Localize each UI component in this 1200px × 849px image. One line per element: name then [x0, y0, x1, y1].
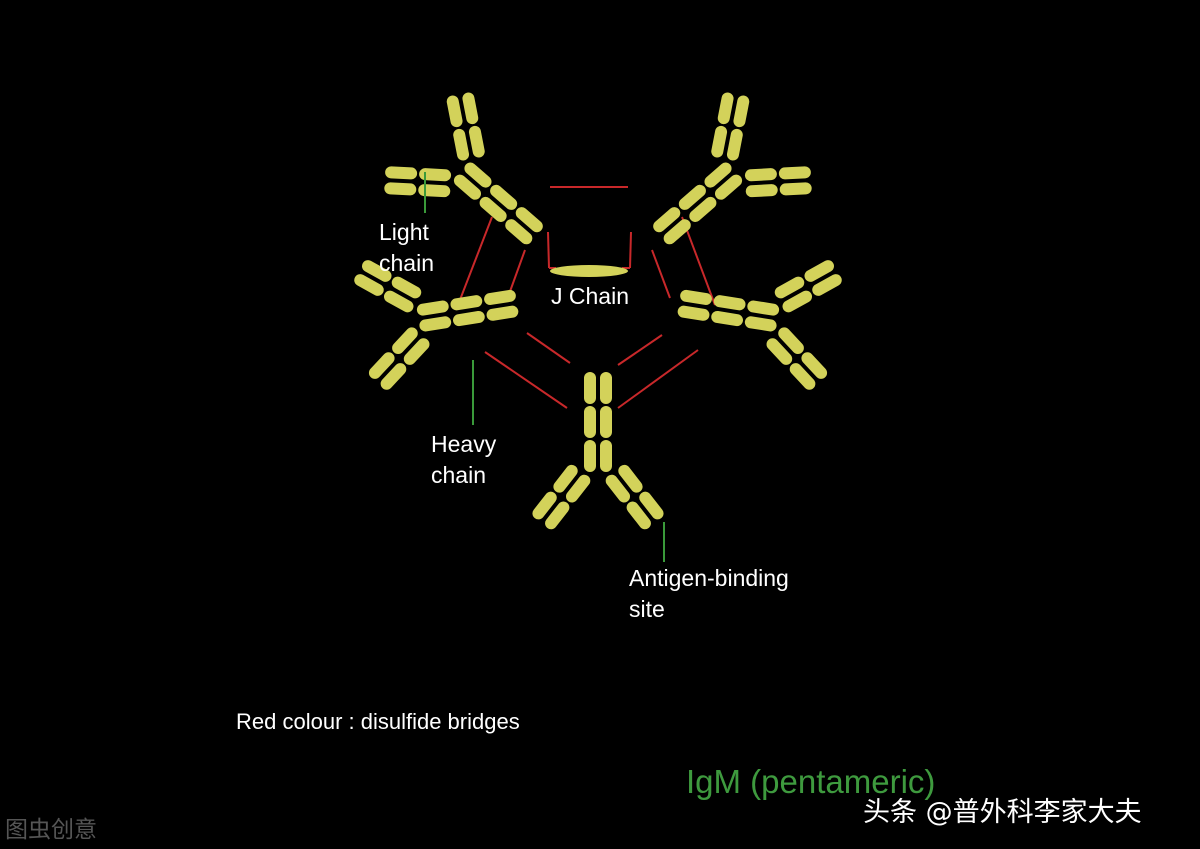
heavy-chain-variable-domain: [778, 327, 804, 354]
heavy-chain-variable-domain: [385, 166, 418, 180]
igm-monomer: [532, 372, 664, 530]
j-chain-label: J Chain: [551, 283, 629, 309]
light-chain-domain: [391, 276, 422, 299]
light-chain-domain: [789, 363, 816, 390]
toutiao-watermark: 头条 @普外科李家大夫: [863, 797, 1142, 828]
light-chain-domain: [766, 338, 793, 365]
heavy-chain-variable-domain: [605, 474, 631, 503]
heavy-chain-constant-domain: [747, 300, 780, 316]
light-chain-domain: [380, 363, 407, 390]
light-chain-domain: [774, 276, 805, 299]
light-chain-domain: [384, 182, 417, 196]
heavy-chain-variable-domain: [726, 128, 743, 161]
light-chain-domain: [639, 491, 664, 520]
heavy-chain-constant-domain: [653, 207, 681, 233]
heavy-chain-constant-domain: [680, 289, 712, 305]
heavy-chain-label-line2: chain: [431, 462, 486, 488]
heavy-chain-variable-domain: [392, 327, 418, 354]
igm-monomer: [384, 92, 543, 245]
tuchong-watermark: 图虫创意: [5, 817, 97, 843]
j-chain-shape: [550, 265, 628, 277]
heavy-chain-variable-domain: [383, 290, 414, 313]
heavy-chain-variable-domain: [368, 352, 395, 379]
label-pointers: [424, 172, 665, 562]
heavy-chain-label: Heavy chain: [431, 429, 496, 491]
igm-monomer: [354, 260, 519, 390]
antigen-site-label-line2: site: [629, 596, 665, 622]
heavy-chain-constant-domain: [453, 174, 482, 200]
heavy-chain-variable-domain: [626, 501, 651, 530]
heavy-chain-constant-domain: [419, 316, 452, 332]
heavy-chain-label-line1: Heavy: [431, 431, 497, 457]
light-chain-domain: [418, 184, 451, 198]
heavy-chain-variable-domain: [446, 95, 463, 128]
disulfide-bridge: [547, 231, 550, 269]
light-chain-domain: [804, 260, 834, 282]
light-chain-domain: [403, 338, 430, 365]
heavy-chain-constant-domain: [677, 305, 710, 321]
heavy-chain-constant-domain: [450, 295, 483, 311]
disulfide-bridge: [457, 216, 493, 306]
disulfide-bridge: [629, 231, 632, 269]
disulfide-bridge: [681, 216, 716, 306]
heavy-chain-variable-domain: [733, 95, 750, 128]
heavy-chain-variable-domain: [565, 474, 591, 503]
light-chain-domain: [462, 92, 479, 125]
heavy-chain-variable-domain: [419, 168, 452, 182]
light-chain-domain: [717, 92, 734, 125]
heavy-chain-constant-domain: [479, 196, 507, 222]
diagram-title: IgM (pentameric): [686, 763, 936, 800]
legend-note: Red colour : disulfide bridges: [236, 709, 520, 734]
light-chain-domain: [532, 491, 557, 520]
heavy-chain-constant-domain: [505, 219, 533, 245]
heavy-chain-variable-domain: [453, 128, 470, 161]
light-chain-label: Light chain: [379, 217, 434, 279]
antigen-site-label: Antigen-binding site: [629, 563, 789, 625]
heavy-chain-constant-domain: [678, 184, 706, 210]
light-chain-label-line2: chain: [379, 250, 434, 276]
disulfide-bridges: [457, 186, 716, 409]
heavy-chain-variable-domain: [778, 166, 811, 180]
heavy-chain-constant-domain: [486, 305, 519, 321]
heavy-chain-variable-domain: [812, 274, 842, 296]
igm-monomer: [653, 92, 812, 245]
heavy-chain-constant-domain: [689, 196, 717, 222]
heavy-chain-variable-domain: [782, 290, 813, 313]
light-chain-domain: [711, 125, 728, 158]
heavy-chain-constant-domain: [711, 310, 744, 327]
light-chain-domain: [362, 260, 392, 282]
disulfide-bridge: [526, 332, 571, 364]
disulfide-bridge: [617, 334, 663, 366]
disulfide-bridge: [484, 351, 568, 409]
light-chain-domain: [618, 464, 643, 493]
heavy-chain-constant-domain: [704, 162, 732, 188]
light-chain-label-line1: Light: [379, 219, 429, 245]
heavy-chain-variable-domain: [801, 352, 828, 379]
disulfide-bridge: [507, 249, 526, 298]
heavy-chain-variable-domain: [744, 168, 777, 182]
heavy-chain-constant-domain: [464, 162, 492, 188]
heavy-chain-constant-domain: [713, 295, 746, 311]
disulfide-bridge: [617, 349, 699, 409]
antigen-site-label-line1: Antigen-binding: [629, 565, 789, 591]
light-chain-domain: [553, 464, 578, 493]
heavy-chain-variable-domain: [545, 501, 570, 530]
heavy-chain-constant-domain: [452, 310, 485, 327]
heavy-chain-constant-domain: [744, 316, 777, 332]
light-chain-domain: [468, 125, 485, 158]
heavy-chain-constant-domain: [416, 300, 449, 316]
heavy-chain-constant-domain: [663, 219, 691, 245]
heavy-chain-constant-domain: [484, 289, 516, 305]
heavy-chain-constant-domain: [490, 184, 518, 210]
igm-monomer: [677, 260, 842, 390]
heavy-chain-constant-domain: [714, 174, 743, 200]
heavy-chain-variable-domain: [354, 274, 384, 296]
antibody-monomers: [354, 92, 842, 530]
light-chain-domain: [779, 182, 812, 196]
light-chain-domain: [745, 184, 778, 198]
disulfide-bridge: [651, 249, 671, 299]
heavy-chain-constant-domain: [515, 207, 543, 233]
